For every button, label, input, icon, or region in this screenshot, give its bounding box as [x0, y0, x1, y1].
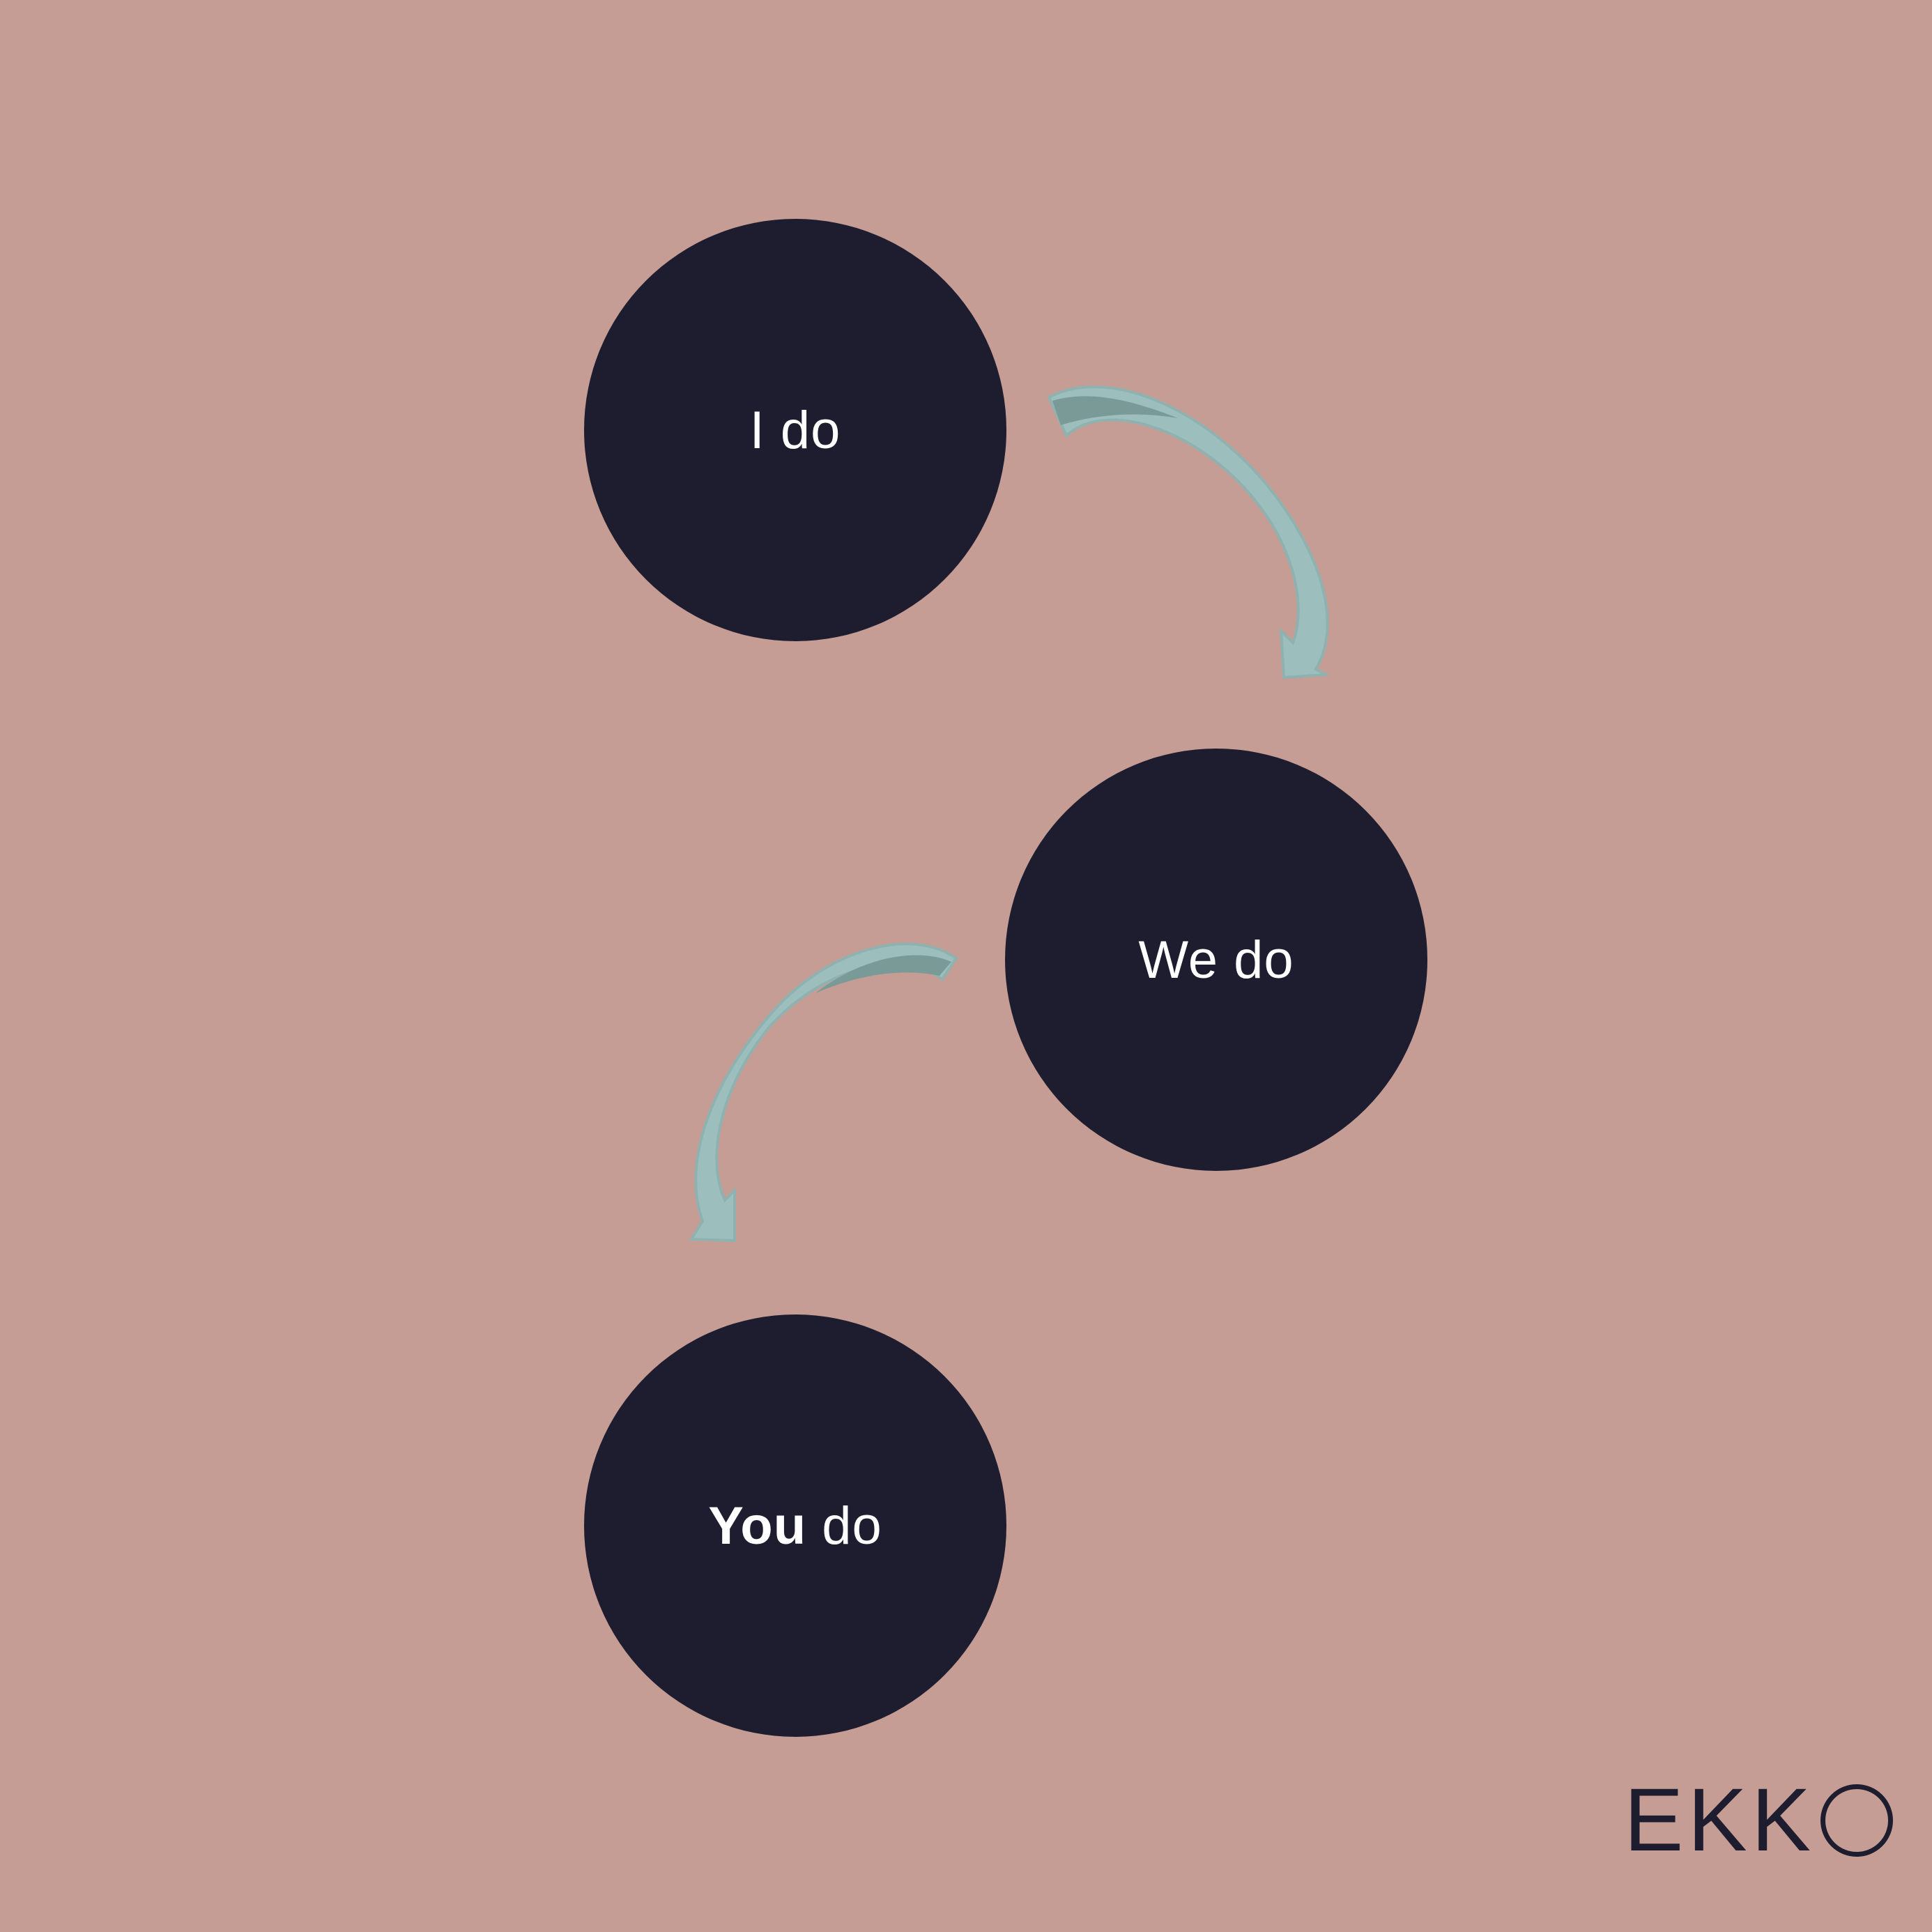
arrow-i-do-to-we-do [1047, 385, 1331, 680]
node-we-do: We do [1005, 749, 1427, 1171]
arrow-we-do-to-you-do [689, 942, 958, 1243]
node-label-you-do-rest: do [806, 1496, 882, 1556]
brand-logo: EKK [1624, 1770, 1894, 1870]
brand-logo-text: EKK [1624, 1770, 1816, 1870]
brand-logo-ring-icon [1820, 1784, 1894, 1857]
node-label-you-do-strong: You [708, 1496, 807, 1556]
node-label-i-do: I do [749, 400, 841, 460]
node-i-do: I do [584, 219, 1006, 641]
node-you-do: You do [584, 1314, 1006, 1737]
node-label-we-do: We do [1138, 930, 1294, 990]
node-label-you-do: You do [708, 1496, 882, 1556]
